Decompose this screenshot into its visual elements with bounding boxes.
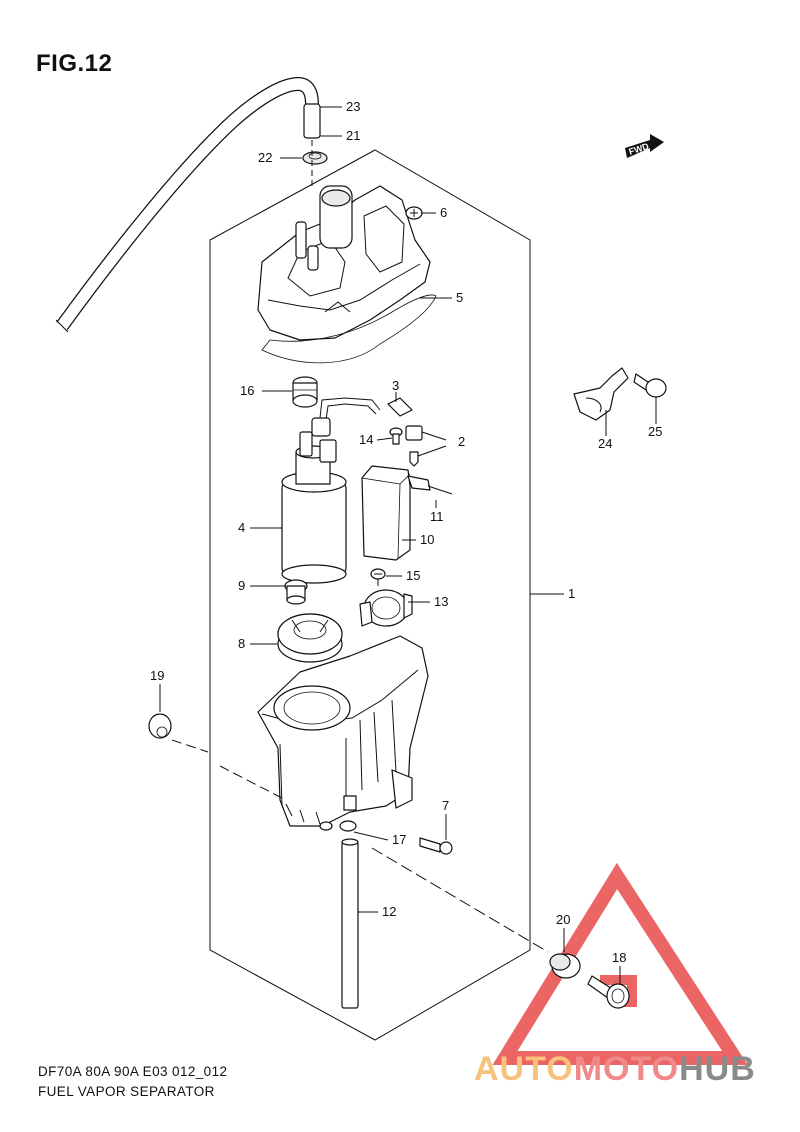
fwd-arrow-icon: FWD [625,134,664,158]
callout-15: 15 [406,568,420,583]
callout-3: 3 [392,378,399,393]
callout-22: 22 [258,150,272,165]
watermark-moto: MOTO [573,1050,680,1088]
ring-17 [339,820,357,832]
callout-1: 1 [568,586,575,601]
callout-4: 4 [238,520,245,535]
leader-lines [159,106,657,984]
callout-24: 24 [598,436,612,451]
callout-21: 21 [346,128,360,143]
bolt-18 [587,975,630,1009]
bolt-7 [419,837,453,855]
callout-19: 19 [150,668,164,683]
clamp-24 [573,367,629,421]
callout-7: 7 [442,798,449,813]
watermark-text: AUTOMOTOHUB [474,1050,756,1089]
callout-23: 23 [346,99,360,114]
clip-22 [302,151,328,165]
wire-11 [407,475,453,495]
separator-body-1 [257,635,429,831]
hose-21 [303,103,321,139]
separator-cover-5 [257,185,437,364]
callout-11: 11 [430,509,444,524]
screw-14 [389,427,403,445]
callout-25: 25 [648,424,662,439]
grommet-16 [292,376,318,408]
harness-3 [319,397,413,421]
callout-2: 2 [458,434,465,449]
plate-8 [277,613,343,663]
washer-19 [148,713,172,739]
callout-6: 6 [440,205,447,220]
filter-10 [361,465,411,561]
cap-9 [284,579,308,605]
hose-12 [341,838,359,1009]
callout-17: 17 [392,832,406,847]
callout-9: 9 [238,578,245,593]
footer-part-name: FUEL VAPOR SEPARATOR [38,1084,215,1099]
callout-labels: 23 21 22 6 5 16 3 2 14 4 11 10 15 13 9 8… [150,99,662,965]
callout-20: 20 [556,912,570,927]
fuel-pump-4 [281,417,347,584]
figure-title: FIG.12 [36,50,113,77]
fwd-label: FWD [628,141,651,157]
callout-13: 13 [434,594,448,609]
callout-12: 12 [382,904,396,919]
screw-6 [405,206,436,220]
callout-14: 14 [359,432,373,447]
grommet-20 [549,953,581,979]
bolt-25 [633,373,667,410]
callout-18: 18 [612,950,626,965]
assembly-box [209,149,531,1041]
footer-model-code: DF70A 80A 90A E03 012_012 [38,1064,228,1079]
watermark-auto: AUTO [474,1050,574,1088]
pressure-regulator-13 [359,589,413,627]
callout-5: 5 [456,290,463,305]
callout-10: 10 [420,532,434,547]
callout-16: 16 [240,383,254,398]
hose-23 [55,76,319,333]
callout-8: 8 [238,636,245,651]
terminal-2 [405,425,423,467]
watermark-hub: HUB [679,1050,756,1088]
screw-15 [370,568,386,586]
